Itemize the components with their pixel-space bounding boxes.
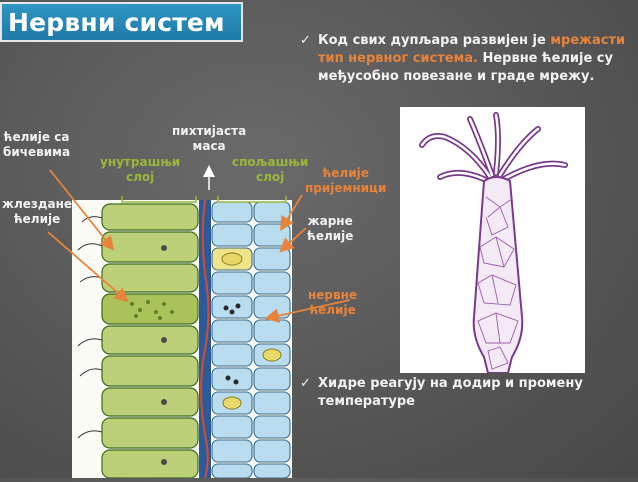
label-gland-cells: жлездане ћелије	[2, 197, 72, 227]
label-mesoglea: пихтијаста маса	[172, 124, 246, 154]
bullet1-line3: међусобно повезане и граде мрежу.	[318, 69, 595, 84]
label-line: пихтијаста	[172, 124, 247, 138]
outer-layer-cells	[211, 201, 291, 479]
layer-brackets	[121, 196, 287, 203]
hydra-tentacle-highlights	[420, 113, 567, 183]
label-flagellate-cells: ћелије са бичевима	[3, 130, 70, 160]
label-outer-layer: спољашњи слој	[232, 155, 308, 185]
checkmark-icon: ✓	[300, 33, 311, 48]
gland-cell-granules	[130, 300, 174, 320]
cell-nuclei	[161, 245, 167, 465]
label-receptor-cells: ћелије пријемници	[305, 166, 386, 196]
checkmark-icon: ✓	[300, 376, 311, 391]
label-line: ћелије	[307, 229, 354, 243]
label-line: жлездане	[2, 197, 73, 211]
hydra-body	[472, 176, 524, 374]
page-title: Нервни систем	[8, 7, 225, 37]
label-line: унутрашњи	[100, 155, 181, 169]
label-line: ћелије са	[3, 130, 70, 144]
label-line: слој	[256, 170, 285, 184]
hydra-nerve-net	[477, 196, 519, 370]
label-inner-layer: унутрашњи слој	[100, 155, 180, 185]
label-line: пријемници	[305, 181, 387, 195]
nerve-cell-bodies	[223, 303, 241, 385]
label-nerve-cells: нервне ћелије	[308, 288, 357, 318]
stinging-cell-capsules	[221, 252, 282, 410]
cell-layers-figure	[72, 199, 292, 479]
label-line: бичевима	[3, 145, 71, 159]
hydra-illustration	[419, 112, 568, 374]
arrow-icon	[47, 169, 351, 323]
label-line: ћелије	[322, 166, 369, 180]
label-line: жарне	[307, 214, 353, 228]
hydra-figure	[400, 107, 585, 374]
bullet1-line2: тип нервног система. Нервне ћелије су	[318, 50, 633, 68]
label-line: слој	[125, 170, 155, 184]
nerve-fiber	[200, 199, 210, 479]
bullet1-line1: Код свих дупљара развијен је мрежасти	[318, 32, 633, 50]
label-stinging-cells: жарне ћелије	[307, 214, 353, 244]
bullet1-text-2: Нервне ћелије су	[477, 51, 613, 66]
cell-layers-illustration	[77, 199, 291, 479]
label-line: маса	[192, 139, 226, 153]
label-line: ћелије	[309, 303, 356, 317]
label-line: нервне	[308, 288, 358, 302]
title-box: Нервни систем	[0, 2, 243, 42]
bullet2-line2: температуре	[318, 394, 415, 409]
bullet1-highlight: мрежасти	[550, 33, 626, 48]
inner-layer-cells	[101, 203, 199, 479]
bullet-hydra-reaction: ✓ Хидре реагују на додир и промену темпе…	[300, 375, 633, 411]
bullet-nervous-system: ✓ Код свих дупљара развијен је мрежасти …	[300, 32, 633, 86]
bullet1-text: Код свих дупљара развијен је	[318, 33, 551, 48]
label-line: ћелије	[13, 212, 61, 226]
bullet2-line1: Хидре реагују на додир и промену	[318, 376, 583, 391]
bullet1-highlight-2: тип нервног система.	[318, 51, 478, 66]
label-line: спољашњи	[232, 155, 309, 169]
